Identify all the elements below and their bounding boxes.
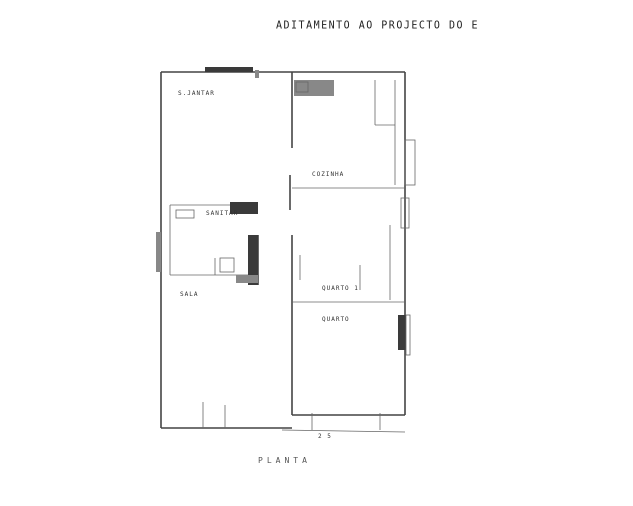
windows [156,67,416,356]
bathroom-fixtures [175,202,258,285]
interior-walls [169,72,405,415]
room-label-cozinha: COZINHA [312,171,344,178]
room-label-sala-jantar: S.JANTAR [178,90,215,97]
room-label-quarto: QUARTO [322,316,350,323]
room-label-quarto-1: QUARTO 1 [322,285,359,292]
footer-mark: 2 5 [318,433,332,440]
outer-walls [160,71,406,433]
room-label-sala: SALA [180,291,198,298]
drawing-title: ADITAMENTO AO PROJECTO DO E [276,19,480,32]
drawing-caption: PLANTA [258,456,311,465]
entry-doors [202,402,381,430]
room-label-sanitaria: SANITAR [206,210,238,217]
